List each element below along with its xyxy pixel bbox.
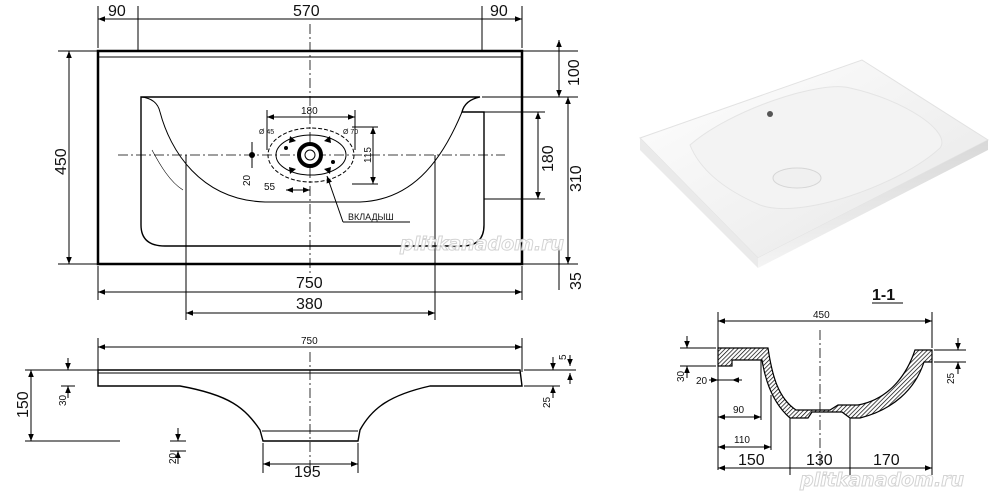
dim-offset-20: 20 bbox=[242, 174, 253, 186]
section-inner-90: 90 bbox=[733, 405, 745, 416]
dim-side-width: 750 bbox=[301, 336, 318, 347]
section-rim-20: 20 bbox=[696, 376, 708, 387]
section-bottom-170: 170 bbox=[873, 452, 900, 469]
dim-right-100: 100 bbox=[566, 59, 583, 86]
dim-top-middle: 570 bbox=[293, 3, 320, 20]
dim-bowl-width: 380 bbox=[296, 296, 323, 313]
side-view: 750 150 30 20 195 25 5 bbox=[15, 336, 576, 481]
section-bottom-130: 130 bbox=[806, 452, 833, 469]
dim-side-base-width: 195 bbox=[294, 464, 321, 481]
dim-drain-inner: Ø 45 bbox=[259, 129, 274, 136]
dim-side-top-thickness: 30 bbox=[58, 394, 69, 406]
dim-side-edge-25: 25 bbox=[542, 396, 553, 408]
watermark-text: plitkanadom.ru bbox=[399, 233, 564, 255]
section-view: 1-1 450 30 20 25 90 110 bbox=[676, 287, 966, 475]
dim-offset-55: 55 bbox=[264, 182, 276, 193]
plan-view: 90 570 90 180 Ø 45 Ø 70 1 bbox=[53, 3, 585, 320]
section-rim-30: 30 bbox=[676, 370, 687, 382]
dim-overall-width: 750 bbox=[296, 275, 323, 292]
dim-drain-height: 115 bbox=[363, 147, 374, 163]
section-right-25: 25 bbox=[946, 372, 957, 384]
sink-render bbox=[639, 59, 990, 268]
dim-top-left: 90 bbox=[108, 3, 126, 20]
section-inner-110: 110 bbox=[734, 435, 750, 446]
dim-right-310: 310 bbox=[568, 165, 585, 192]
dim-side-height: 150 bbox=[15, 391, 32, 418]
dim-drain-spacing: 180 bbox=[301, 106, 318, 117]
dim-side-edge-5: 5 bbox=[558, 354, 569, 360]
dim-side-base-thickness: 20 bbox=[168, 452, 179, 464]
dim-right-35: 35 bbox=[568, 272, 585, 290]
dim-left-450: 450 bbox=[53, 148, 70, 175]
section-width: 450 bbox=[813, 310, 830, 321]
dim-drain-outer: Ø 70 bbox=[343, 129, 358, 136]
dim-top-right: 90 bbox=[490, 3, 508, 20]
dim-bowl-depth: 180 bbox=[540, 145, 557, 172]
section-title: 1-1 bbox=[872, 287, 895, 304]
section-bottom-150: 150 bbox=[738, 452, 765, 469]
insert-label: ВКЛАДЫШ bbox=[348, 212, 394, 222]
watermark-text-bottom: plitkanadom.ru bbox=[799, 469, 964, 491]
